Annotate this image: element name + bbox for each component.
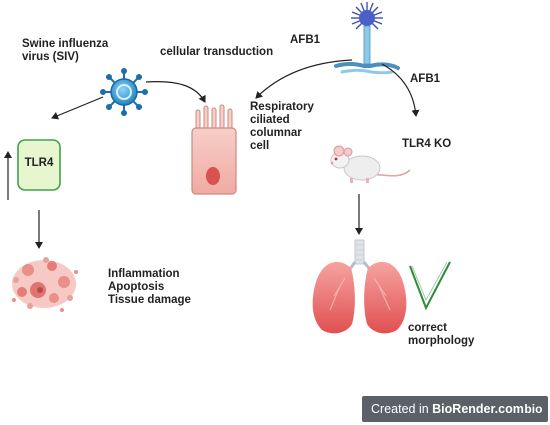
respiratory-cell-line3: columnar: [250, 127, 302, 139]
virus-to-cell-arrow: [145, 81, 206, 103]
watermark-brand: BioRender.com: [432, 402, 524, 416]
afb1-right-label: AFB1: [410, 73, 441, 85]
siv-label: Swine influenza virus (SIV): [22, 38, 108, 64]
outcomes-label: Inflammation Apoptosis Tissue damage: [108, 268, 191, 307]
siv-label-line2: virus (SIV): [22, 51, 79, 63]
checkmark-highlight: [411, 261, 448, 302]
watermark-text: Created in BioRender.com: [362, 402, 524, 416]
watermark-prefix: Created in: [371, 402, 433, 416]
respiratory-cell-line2: ciliated: [250, 114, 290, 126]
afb1-top-label: AFB1: [290, 34, 321, 46]
ciliated-cell-icon: [191, 104, 237, 195]
siv-label-line1: Swine influenza: [22, 38, 109, 50]
tlr4-label: TLR4: [24, 157, 54, 169]
tlr4-receptor-box: [17, 139, 61, 191]
correct-morphology-line2: morphology: [408, 335, 475, 347]
respiratory-cell-label: Respiratory ciliated columnar cell: [250, 101, 314, 153]
aspergillus-fungus-icon: [334, 2, 400, 75]
lungs-icon: [312, 239, 407, 334]
outcome-apoptosis: Apoptosis: [108, 281, 165, 293]
mouse-icon: [330, 145, 411, 183]
virus-icon: [100, 68, 148, 116]
correct-morphology-label: correct morphology: [408, 322, 474, 348]
respiratory-cell-line1: Respiratory: [250, 101, 314, 113]
outcome-tissue-damage: Tissue damage: [108, 294, 191, 306]
cellular-transduction-label: cellular transduction: [160, 46, 274, 58]
respiratory-cell-line4: cell: [250, 140, 270, 152]
checkmark-icon: [409, 261, 451, 311]
afb1-to-mouse-arrow: [381, 63, 420, 117]
biorender-logo-icon: bio: [524, 402, 543, 416]
outcome-inflammation: Inflammation: [108, 268, 180, 280]
correct-morphology-line1: correct: [408, 322, 447, 334]
virus-to-tlr4-arrow: [51, 96, 104, 120]
afb1-to-cell-arrow: [255, 59, 353, 99]
biorender-watermark[interactable]: Created in BioRender.com bio: [362, 396, 548, 422]
tlr4-ko-label: TLR4 KO: [402, 138, 452, 150]
damaged-tissue-icon: [12, 257, 78, 312]
